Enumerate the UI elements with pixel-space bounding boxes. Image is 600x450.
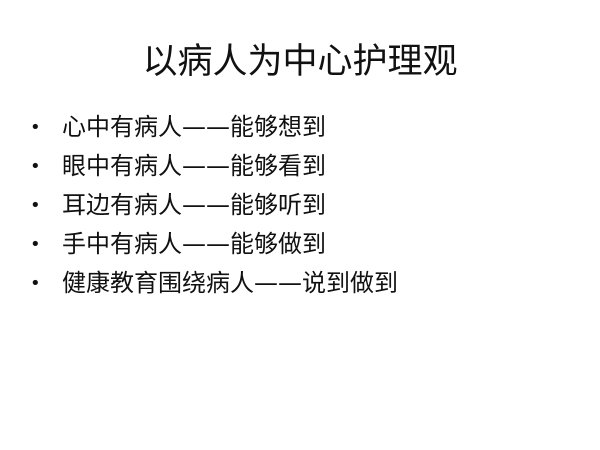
list-item: • 耳边有病人——能够听到 <box>30 186 398 225</box>
bullet-text: 耳边有病人——能够听到 <box>62 191 326 219</box>
bullet-icon: • <box>30 273 41 294</box>
list-item: • 眼中有病人——能够看到 <box>30 147 398 186</box>
list-item: • 心中有病人——能够想到 <box>30 108 398 147</box>
bullet-icon: • <box>30 234 41 255</box>
bullet-text: 手中有病人——能够做到 <box>62 230 326 258</box>
bullet-text: 心中有病人——能够想到 <box>62 113 326 141</box>
slide-title: 以病人为中心护理观 <box>142 42 458 82</box>
bullet-text: 健康教育围绕病人——说到做到 <box>62 269 398 297</box>
bullet-icon: • <box>30 117 41 138</box>
bullet-icon: • <box>30 156 41 177</box>
bullet-list: • 心中有病人——能够想到 • 眼中有病人——能够看到 • 耳边有病人——能够听到 •… <box>30 108 398 303</box>
list-item: • 健康教育围绕病人——说到做到 <box>30 264 398 303</box>
bullet-text: 眼中有病人——能够看到 <box>62 152 326 180</box>
list-item: • 手中有病人——能够做到 <box>30 225 398 264</box>
bullet-icon: • <box>30 195 41 216</box>
